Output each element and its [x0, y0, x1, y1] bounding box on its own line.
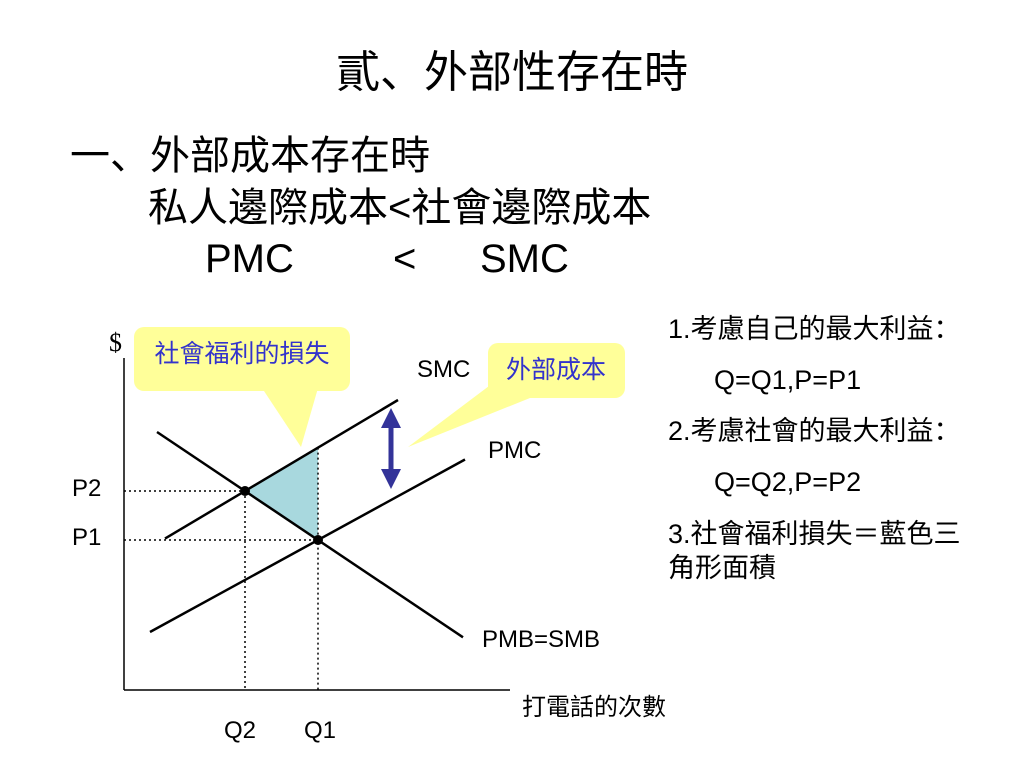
comparison-pmc: PMC — [205, 237, 294, 281]
q1-label: Q1 — [304, 717, 336, 744]
callout-welfare-loss-tail — [262, 388, 318, 447]
note-private-optimum-result: Q=Q1,P=P1 — [714, 365, 862, 395]
x-axis-label: 打電話的次數 — [522, 694, 666, 721]
smc-label: SMC — [417, 356, 470, 383]
section-heading: 一、外部成本存在時 — [70, 134, 430, 178]
smc-curve — [164, 398, 399, 540]
guide-lines — [124, 447, 319, 690]
callout-welfare-loss: 社會福利的損失 — [134, 327, 350, 447]
comparison-chinese: 私人邊際成本<社會邊際成本 — [148, 186, 652, 230]
p2-label: P2 — [72, 475, 101, 502]
note-welfare-loss-line-1: 3.社會福利損失＝藍色三 — [668, 519, 961, 549]
callout-external-cost-box — [488, 343, 625, 398]
demand-curve — [156, 430, 464, 639]
comparison-operator: < — [393, 237, 417, 281]
pmc-label: PMC — [488, 437, 541, 464]
note-social-optimum: 2.考慮社會的最大利益： — [668, 416, 961, 446]
external-cost-arrow-top-head — [381, 408, 401, 428]
demand-label: PMB=SMB — [482, 626, 600, 653]
callout-welfare-loss-text: 社會福利的損失 — [154, 340, 329, 368]
callout-external-cost: 外部成本 — [408, 343, 625, 447]
callout-welfare-loss-box — [134, 327, 350, 391]
comparison-smc: SMC — [480, 237, 569, 281]
social-optimum-point — [240, 486, 250, 496]
private-equilibrium-point — [313, 535, 323, 545]
note-social-optimum-result: Q=Q2,P=P2 — [714, 467, 862, 497]
q2-label: Q2 — [224, 717, 256, 744]
callout-external-cost-tail — [408, 386, 530, 447]
pmc-curve — [149, 458, 466, 634]
slide-title: 貳、外部性存在時 — [336, 47, 688, 98]
welfare-loss-triangle — [245, 447, 318, 540]
callout-external-cost-text: 外部成本 — [506, 356, 606, 384]
note-welfare-loss-line-2: 角形面積 — [668, 553, 776, 583]
note-private-optimum: 1.考慮自己的最大利益： — [668, 314, 961, 344]
external-cost-arrow-bottom-head — [381, 469, 401, 489]
y-axis-label: $ — [109, 328, 122, 357]
p1-label: P1 — [72, 524, 101, 551]
